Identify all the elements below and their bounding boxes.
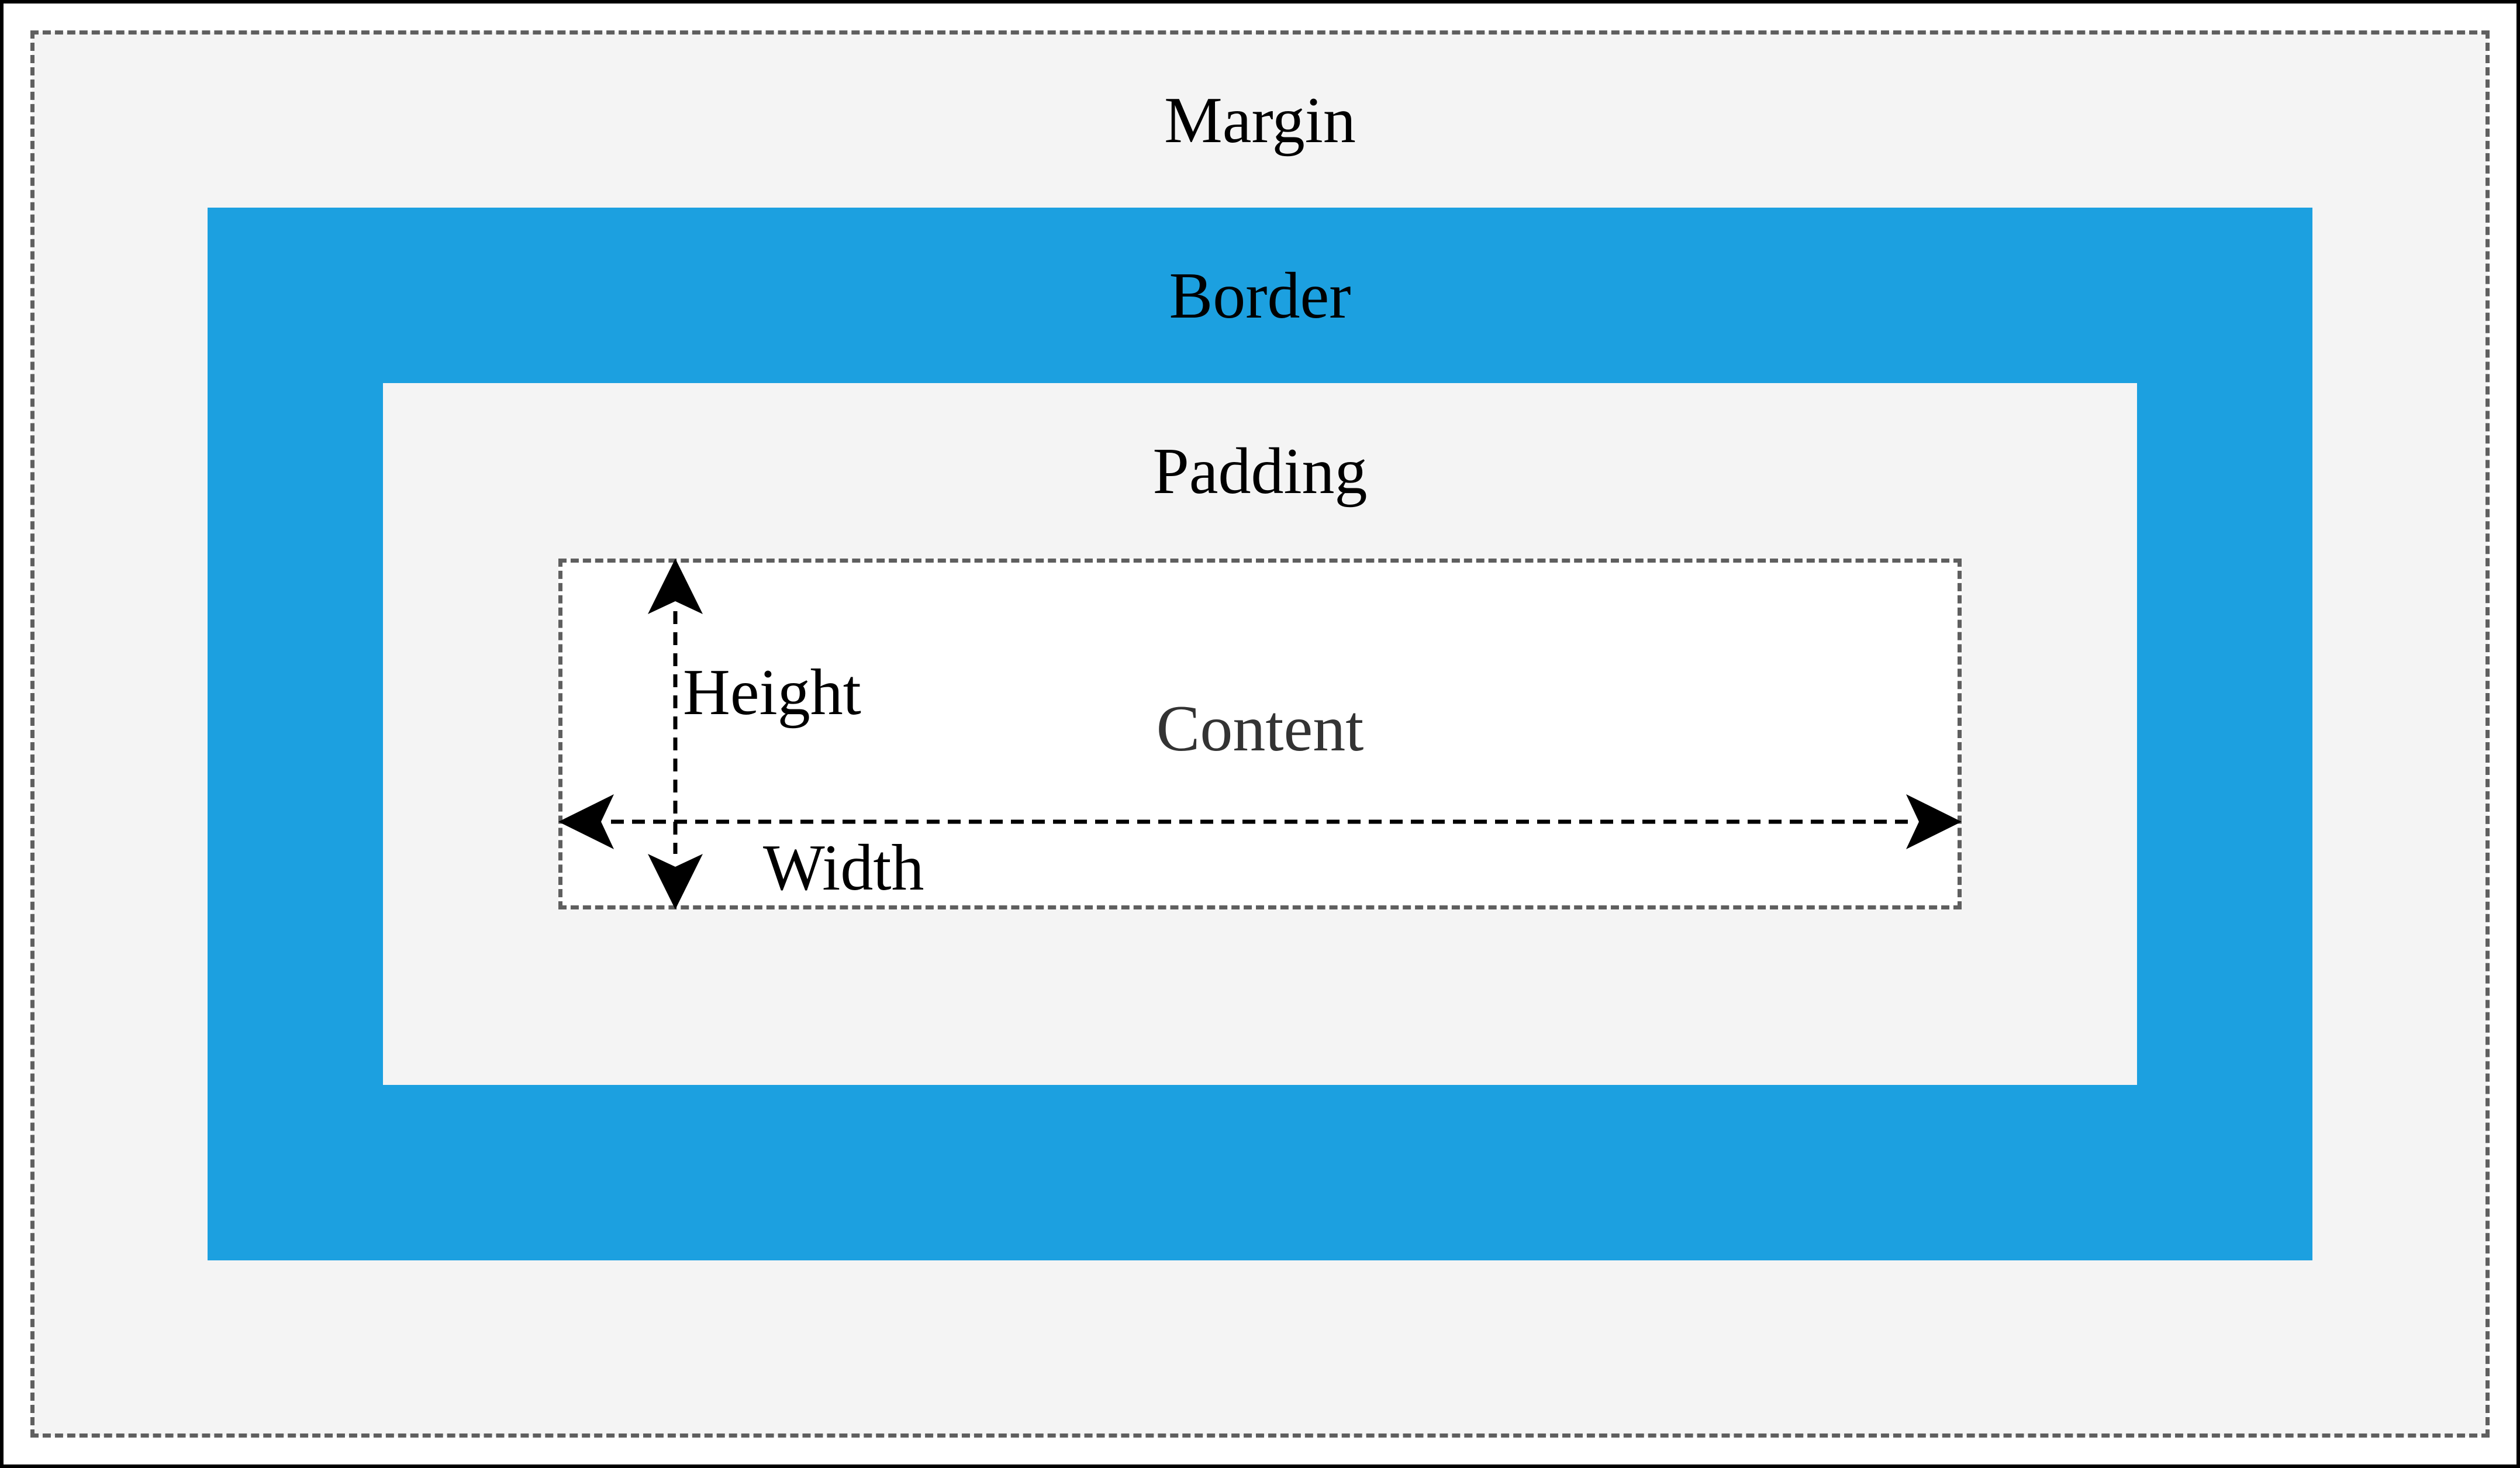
padding-label: Padding xyxy=(1152,435,1368,508)
content-label: Content xyxy=(1156,692,1364,765)
margin-label: Margin xyxy=(1164,84,1356,157)
width-label: Width xyxy=(763,832,924,904)
margin-outline xyxy=(30,30,2490,1438)
height-label: Height xyxy=(683,656,861,729)
width-arrow-left-head xyxy=(558,794,614,849)
height-arrow-up-head xyxy=(648,559,703,614)
width-arrow-right-head xyxy=(1906,794,1962,849)
height-arrow-down-head xyxy=(648,854,703,909)
content-area xyxy=(558,559,1962,909)
border-label: Border xyxy=(1169,260,1351,332)
